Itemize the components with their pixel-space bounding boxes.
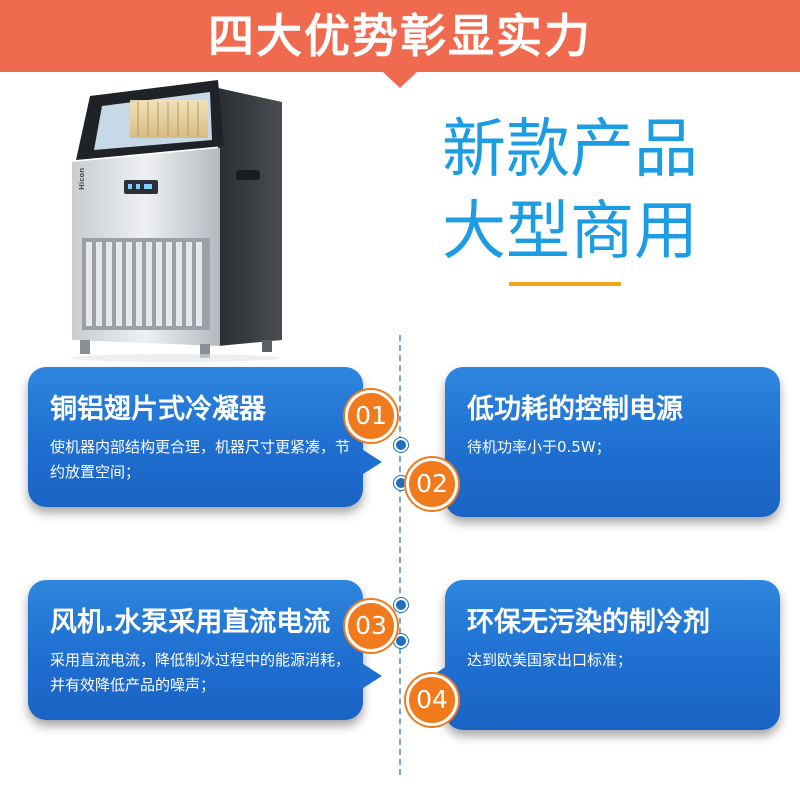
feature-card-3: 风机.水泵采用直流电流 采用直流电流，降低制冰过程中的能源消耗，并有效降低产品的… xyxy=(28,580,363,720)
slogan-underline xyxy=(509,282,621,286)
feature-number-badge: 03 xyxy=(345,600,397,652)
ice-machine-image xyxy=(70,80,282,362)
timeline-line xyxy=(399,335,401,775)
feature-title: 风机.水泵采用直流电流 xyxy=(50,607,331,638)
feature-description: 达到欧美国家出口标准； xyxy=(467,651,633,669)
feature-description: 待机功率小于0.5W； xyxy=(467,438,611,456)
header-title: 四大优势彰显实力 xyxy=(208,9,592,63)
card-pointer xyxy=(360,448,382,476)
slogan-line-1: 新款产品 xyxy=(442,113,698,187)
feature-card-1: 铜铝翅片式冷凝器 使机器内部结构更合理，机器尺寸更紧凑，节约放置空间； xyxy=(28,367,363,507)
feature-title: 低功耗的控制电源 xyxy=(467,394,683,425)
feature-number-badge: 04 xyxy=(406,674,458,726)
timeline-dot xyxy=(394,438,408,452)
header-banner: 四大优势彰显实力 xyxy=(0,0,800,72)
banner-pointer xyxy=(383,72,417,88)
feature-description: 采用直流电流，降低制冰过程中的能源消耗，并有效降低产品的噪声； xyxy=(50,651,351,694)
timeline-dot xyxy=(394,634,408,648)
feature-number-badge: 02 xyxy=(406,458,458,510)
timeline-dot xyxy=(394,598,408,612)
feature-card-4: 环保无污染的制冷剂 达到欧美国家出口标准； xyxy=(445,580,780,730)
feature-title: 铜铝翅片式冷凝器 xyxy=(50,394,266,425)
feature-number-badge: 01 xyxy=(345,390,397,442)
machine-brand-label: Hicon xyxy=(78,167,86,190)
slogan-line-2: 大型商用 xyxy=(442,195,698,269)
feature-description: 使机器内部结构更合理，机器尺寸更紧凑，节约放置空间； xyxy=(50,438,351,481)
feature-card-2: 低功耗的控制电源 待机功率小于0.5W； xyxy=(445,367,780,517)
feature-title: 环保无污染的制冷剂 xyxy=(467,607,710,638)
card-pointer xyxy=(360,662,382,690)
